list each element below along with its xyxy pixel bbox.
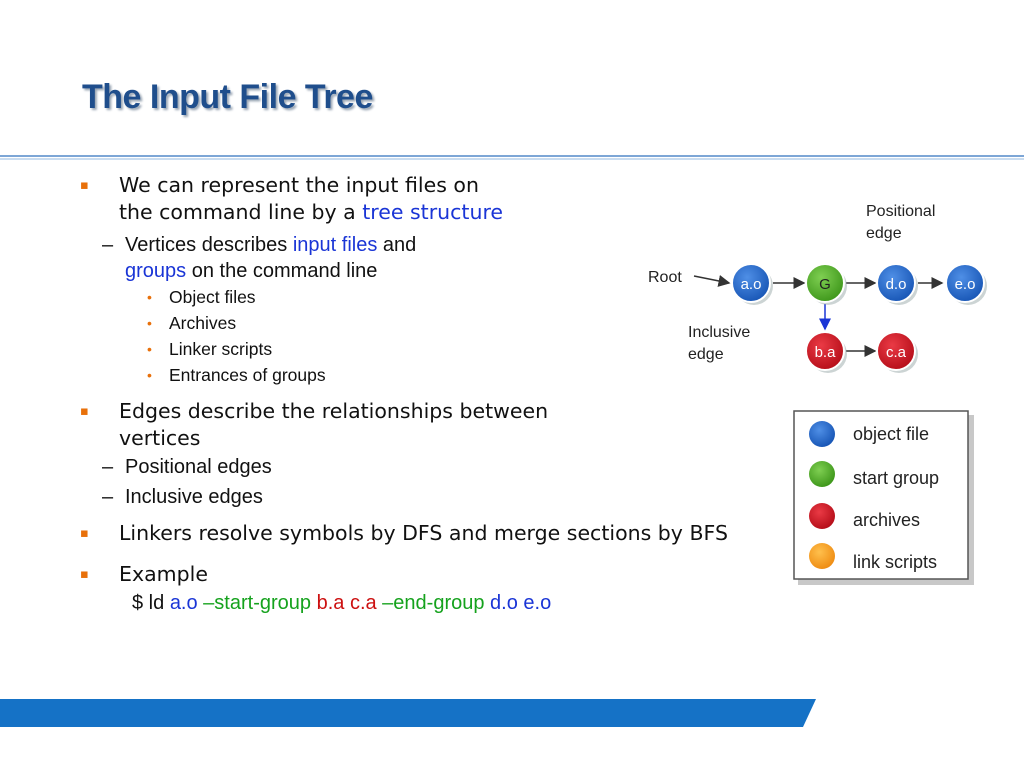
legend-item-archives: archives <box>809 503 920 530</box>
legend-label: object file <box>853 424 929 444</box>
square-bullet-icon: ▪ <box>80 178 89 193</box>
cmd-archives: b.a c.a <box>316 592 377 614</box>
item-text: Archives <box>169 313 237 333</box>
node-do: d.o <box>876 263 918 305</box>
legend-label: archives <box>853 510 920 530</box>
node-ao-label: a.o <box>741 276 762 293</box>
dot-bullet-icon: • <box>147 289 152 305</box>
title-divider-light <box>0 158 1024 160</box>
list-item: • Archives <box>41 310 800 336</box>
legend-label: start group <box>853 468 939 488</box>
dot-bullet-icon: • <box>147 367 152 383</box>
bullet-text: the command line by a <box>119 200 363 224</box>
positional-edge-label-1: Positional <box>866 203 935 220</box>
bullet-text: Linkers resolve symbols by DFS and merge… <box>119 521 728 545</box>
sub-text: Inclusive edges <box>125 486 263 508</box>
list-item: • Entrances of groups <box>41 362 800 388</box>
root-label: Root <box>648 269 682 286</box>
legend: object file start group archives link sc… <box>793 410 974 585</box>
bullet-edges: ▪ Edges describe the relationships betwe… <box>80 398 800 452</box>
bullet-text-line-2: vertices <box>119 426 201 450</box>
sub-bullet-vertices: – Vertices describes input files and gro… <box>41 232 800 284</box>
node-ca-label: c.a <box>886 344 907 361</box>
inclusive-edge-label-1: Inclusive <box>688 324 750 341</box>
list-item: • Linker scripts <box>41 336 800 362</box>
node-ca: c.a <box>876 331 918 373</box>
sub-bullet-line-2: groups on the command line <box>125 258 800 284</box>
square-bullet-icon: ▪ <box>80 567 89 582</box>
root-edge <box>693 275 731 287</box>
sub-bullet-inclusive: –Inclusive edges <box>41 484 800 510</box>
legend-item-start-group: start group <box>809 461 939 488</box>
node-ao: a.o <box>731 263 773 305</box>
item-text: Linker scripts <box>169 339 273 359</box>
sub-bullet-line-1: Vertices describes input files and <box>125 232 800 258</box>
node-ba: b.a <box>805 331 847 373</box>
cmd-objects: d.o e.o <box>490 592 552 614</box>
dash-bullet-icon: – <box>102 456 114 478</box>
dot-bullet-icon: • <box>147 315 152 331</box>
slide-title: The Input File Tree <box>82 78 373 116</box>
square-bullet-icon: ▪ <box>80 404 89 419</box>
cmd-prefix: $ ld <box>132 592 170 614</box>
slide-body: ▪ We can represent the input files on th… <box>80 172 800 616</box>
legend-item-link-scripts: link scripts <box>809 543 937 572</box>
highlight-groups: groups <box>125 260 187 282</box>
inclusive-edge-label-2: edge <box>688 346 724 363</box>
list-item: • Object files <box>41 284 800 310</box>
sub-text: Vertices describes <box>125 234 293 256</box>
dot-bullet-icon: • <box>147 341 152 357</box>
dash-bullet-icon: – <box>102 234 114 256</box>
sub-text: Positional edges <box>125 456 272 478</box>
node-eo-label: e.o <box>955 276 976 293</box>
node-eo: e.o <box>945 263 987 305</box>
bullet-example: ▪ Example <box>80 561 800 588</box>
highlight-input-files: input files <box>292 234 378 256</box>
bullet-text-line-1: Edges describe the relationships between <box>119 399 549 423</box>
sub-text: on the command line <box>186 260 378 282</box>
bottom-accent-bar <box>0 699 816 727</box>
item-text: Object files <box>169 287 256 307</box>
node-ba-label: b.a <box>815 344 837 361</box>
dash-bullet-icon: – <box>102 486 114 508</box>
node-do-label: d.o <box>886 276 907 293</box>
cmd-start-group: –start-group <box>197 592 317 614</box>
legend-item-object-file: object file <box>809 421 929 447</box>
title-divider <box>0 155 1024 157</box>
cmd-object: a.o <box>169 592 198 614</box>
cmd-end-group: –end-group <box>376 592 491 614</box>
bullet-text: Example <box>119 562 208 586</box>
bullet-text-line-1: We can represent the input files on <box>119 173 479 197</box>
bullet-dfs-bfs: ▪ Linkers resolve symbols by DFS and mer… <box>80 520 800 547</box>
bullet-tree-structure: ▪ We can represent the input files on th… <box>80 172 800 226</box>
sub-text: and <box>377 234 417 256</box>
highlight-tree-structure: tree structure <box>362 200 504 224</box>
item-text: Entrances of groups <box>169 365 326 385</box>
bullet-text-line-2: the command line by a tree structure <box>119 199 800 226</box>
node-g-label: G <box>819 276 831 293</box>
node-g: G <box>805 263 847 305</box>
positional-edge-label-2: edge <box>866 225 902 242</box>
legend-label: link scripts <box>853 552 937 572</box>
example-command: $ ld a.o –start-group b.a c.a –end-group… <box>80 590 800 616</box>
square-bullet-icon: ▪ <box>80 526 89 541</box>
sub-bullet-positional: –Positional edges <box>41 454 800 480</box>
